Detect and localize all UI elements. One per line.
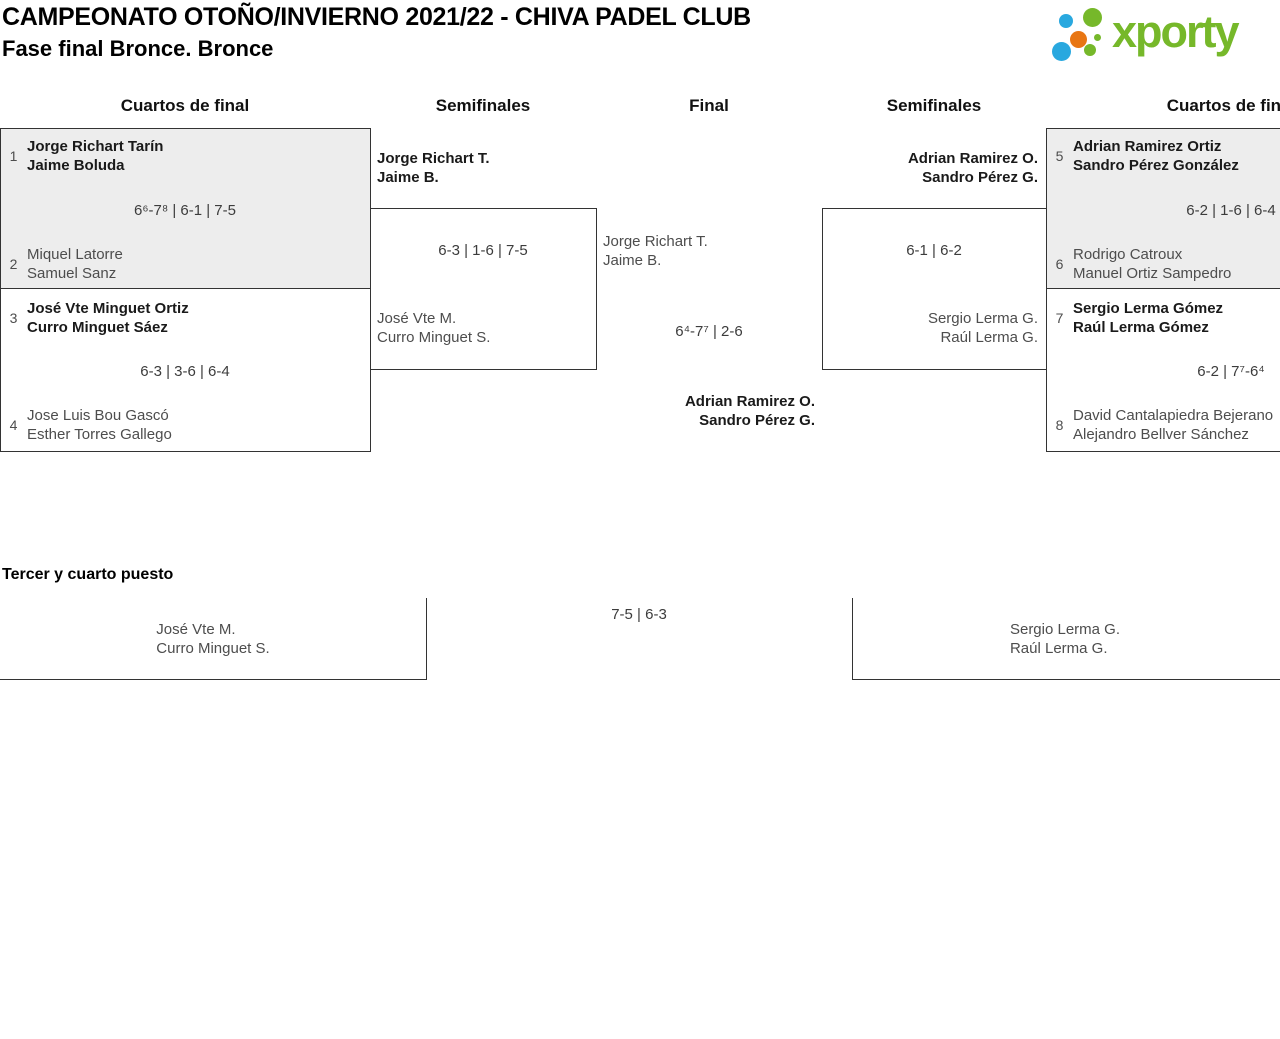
team-row-seed3: 3 José Vte Minguet Ortiz Curro Minguet S…	[6, 299, 189, 337]
player-name: Curro Minguet S.	[156, 640, 270, 657]
team-row-seed4: 4 Jose Luis Bou Gascó Esther Torres Gall…	[6, 406, 172, 444]
match-score-qf4: 6-2 | 7⁷-6⁴	[1197, 363, 1265, 380]
round-header-semifinals-left: Semifinales	[435, 96, 531, 115]
player-name: Jorge Richart T.	[603, 233, 708, 250]
match-score-qf3: 6-2 | 1-6 | 6-4	[1186, 202, 1276, 219]
xporty-logo[interactable]	[1046, 4, 1278, 68]
player-name: Curro Minguet S.	[377, 329, 491, 346]
round-header-final: Final	[689, 96, 729, 115]
sf-left-loser: José Vte M. Curro Minguet S.	[377, 309, 490, 347]
third-place-team-right: Sergio Lerma G. Raúl Lerma G.	[852, 620, 1278, 658]
seed-number: 7	[1055, 310, 1064, 326]
seed-number: 4	[9, 417, 18, 433]
logo-dot-green-tiny-icon	[1094, 34, 1101, 41]
team-row-seed6: 6 Rodrigo Catroux Manuel Ortiz Sampedro	[1052, 245, 1232, 283]
player-name: Esther Torres Gallego	[27, 426, 172, 443]
match-score-final: 6⁴-7⁷ | 2-6	[675, 323, 743, 340]
logo-dot-orange-icon	[1070, 31, 1087, 48]
match-box-qf2	[0, 288, 371, 452]
player-name: Jose Luis Bou Gascó	[27, 407, 169, 424]
round-header-quarterfinals-right: Cuartos de final	[1166, 96, 1280, 115]
player-name: Raúl Lerma G.	[1009, 640, 1108, 657]
seed-number: 8	[1055, 417, 1064, 433]
player-name: Sandro Pérez G.	[699, 412, 815, 429]
sf-right-winner: Adrian Ramirez O. Sandro Pérez G.	[822, 149, 1038, 187]
player-name: Sandro Pérez G.	[922, 169, 1038, 186]
team-row-seed2: 2 Miquel Latorre Samuel Sanz	[6, 245, 123, 283]
player-name: Miquel Latorre	[27, 246, 123, 263]
player-name: Alejandro Bellver Sánchez	[1073, 426, 1249, 443]
logo-dot-green-big-icon	[1083, 8, 1102, 27]
player-name: Raúl Lerma G.	[940, 329, 1038, 346]
match-box-qf3	[1046, 128, 1280, 289]
xporty-logo-text[interactable]: xporty	[1112, 6, 1240, 57]
player-name: Adrian Ramirez O.	[907, 150, 1038, 167]
logo-dot-blue-big-icon	[1052, 42, 1071, 61]
seed-number: 1	[9, 148, 18, 164]
team-row-seed1: 1 Jorge Richart Tarín Jaime Boluda	[6, 137, 164, 175]
player-name: Jaime B.	[603, 252, 662, 269]
match-score-sf-right: 6-1 | 6-2	[906, 242, 962, 259]
match-score-qf2: 6-3 | 3-6 | 6-4	[140, 363, 230, 380]
player-name: José Vte M.	[377, 310, 457, 327]
player-name: David Cantalapiedra Bejerano	[1073, 407, 1274, 424]
seed-number: 5	[1055, 148, 1064, 164]
final-winner: Adrian Ramirez O. Sandro Pérez G.	[596, 392, 815, 430]
player-name: Jaime B.	[377, 169, 439, 186]
player-name: Raúl Lerma Gómez	[1073, 319, 1209, 336]
match-score-qf1: 6⁶-7⁸ | 6-1 | 7-5	[133, 202, 236, 219]
player-name: Rodrigo Catroux	[1073, 246, 1183, 263]
player-name: Curro Minguet Sáez	[27, 319, 168, 336]
third-place-score: 7-5 | 6-3	[611, 606, 667, 623]
logo-dot-green-small-icon	[1084, 44, 1096, 56]
third-place-heading: Tercer y cuarto puesto	[2, 566, 174, 583]
player-name: Jaime Boluda	[27, 157, 125, 174]
match-box-sf-right	[822, 208, 1047, 370]
match-box-sf-left	[370, 208, 597, 370]
player-name: Jorge Richart Tarín	[27, 138, 164, 155]
player-name: Sergio Lerma G.	[1009, 621, 1121, 638]
team-row-seed8: 8 David Cantalapiedra Bejerano Alejandro…	[1052, 406, 1274, 444]
player-name: Sergio Lerma G.	[927, 310, 1038, 327]
player-name: Samuel Sanz	[27, 265, 117, 282]
logo-dot-blue-small-icon	[1059, 14, 1073, 28]
round-header-quarterfinals-left: Cuartos de final	[120, 96, 250, 115]
seed-number: 6	[1055, 256, 1064, 272]
sf-right-loser: Sergio Lerma G. Raúl Lerma G.	[822, 309, 1038, 347]
player-name: Adrian Ramirez Ortiz	[1073, 138, 1222, 155]
player-name: Sergio Lerma Gómez	[1073, 300, 1224, 317]
third-place-box-right	[852, 598, 1280, 680]
player-name: Jorge Richart T.	[377, 150, 490, 167]
round-header-semifinals-right: Semifinales	[886, 96, 982, 115]
player-name: Sandro Pérez González	[1073, 157, 1239, 174]
player-name: Adrian Ramirez O.	[684, 393, 815, 410]
third-place-box-left	[0, 598, 427, 680]
player-name: José Vte M.	[156, 621, 236, 638]
seed-number: 3	[9, 310, 18, 326]
team-row-seed7: 7 Sergio Lerma Gómez Raúl Lerma Gómez	[1052, 299, 1223, 337]
team-row-seed5: 5 Adrian Ramirez Ortiz Sandro Pérez Gonz…	[1052, 137, 1239, 175]
seed-number: 2	[9, 256, 18, 272]
phase-subtitle: Fase final Bronce. Bronce	[2, 36, 274, 61]
player-name: Manuel Ortiz Sampedro	[1073, 265, 1232, 282]
match-score-sf-left: 6-3 | 1-6 | 7-5	[438, 242, 528, 259]
match-box-qf4	[1046, 288, 1280, 452]
final-team-top: Jorge Richart T. Jaime B.	[603, 232, 708, 270]
third-place-team-left: José Vte M. Curro Minguet S.	[0, 620, 426, 658]
sf-left-winner: Jorge Richart T. Jaime B.	[377, 149, 490, 187]
player-name: José Vte Minguet Ortiz	[27, 300, 189, 317]
tournament-title: CAMPEONATO OTOÑO/INVIERNO 2021/22 - CHIV…	[2, 3, 751, 31]
